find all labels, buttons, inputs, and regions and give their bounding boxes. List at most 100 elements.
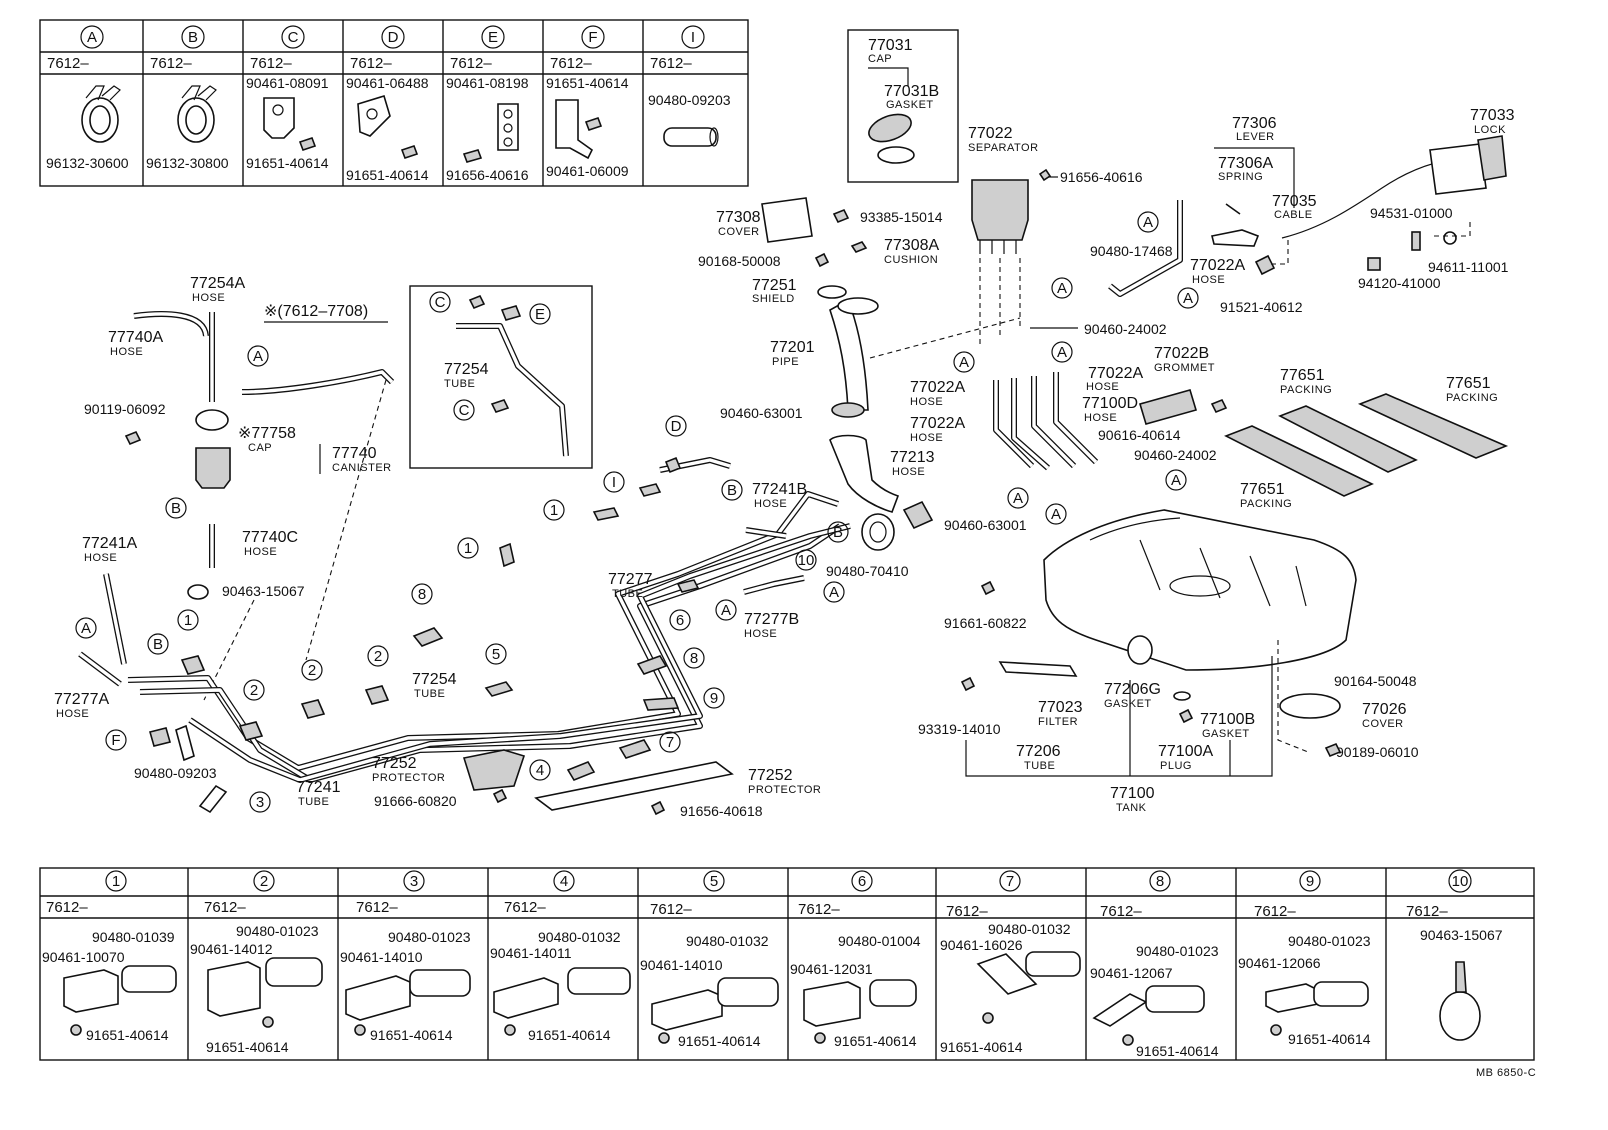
svg-text:77308A: 77308A <box>884 237 939 254</box>
svg-text:6: 6 <box>676 612 684 629</box>
svg-text:90480-01004: 90480-01004 <box>838 933 921 949</box>
svg-text:A: A <box>1057 344 1067 361</box>
svg-text:HOSE: HOSE <box>910 396 943 408</box>
svg-text:77100A: 77100A <box>1158 743 1213 760</box>
svg-text:77100D: 77100D <box>1082 395 1138 412</box>
svg-text:77254: 77254 <box>412 671 457 688</box>
ref-circle-b: B <box>827 521 849 543</box>
svg-text:7: 7 <box>1006 873 1014 890</box>
filler-pipe: 77201 PIPE 90460-63001 77213 HOSE 90460-… <box>720 297 1027 579</box>
ref-circle-a: A <box>247 345 269 367</box>
svg-text:91521-40612: 91521-40612 <box>1220 299 1303 315</box>
top-part-number: 90461-06009 <box>546 163 629 179</box>
svg-text:90461-14012: 90461-14012 <box>190 941 273 957</box>
svg-text:90461-12066: 90461-12066 <box>1238 955 1321 971</box>
svg-text:1: 1 <box>550 502 558 519</box>
svg-text:C: C <box>288 29 299 46</box>
svg-text:SPRING: SPRING <box>1218 171 1263 183</box>
ref-circle-8: 8 <box>683 647 705 669</box>
tube-clip-icon <box>555 99 603 160</box>
svg-text:77241: 77241 <box>296 779 341 796</box>
svg-text:6: 6 <box>858 873 866 890</box>
svg-text:94531-01000: 94531-01000 <box>1370 205 1453 221</box>
svg-text:HOSE: HOSE <box>1084 412 1117 424</box>
svg-text:HOSE: HOSE <box>744 628 777 640</box>
ref-circle-3: 3 <box>249 791 271 813</box>
svg-text:7: 7 <box>666 734 674 751</box>
svg-text:A: A <box>1183 290 1193 307</box>
svg-text:HOSE: HOSE <box>84 552 117 564</box>
svg-text:1: 1 <box>464 540 472 557</box>
svg-text:90461-12067: 90461-12067 <box>1090 965 1173 981</box>
tube-clip-icon <box>357 94 419 160</box>
svg-text:2: 2 <box>308 662 316 679</box>
top-part-number: 91651-40614 <box>246 155 329 171</box>
svg-text:I: I <box>612 474 616 491</box>
svg-text:90460-24002: 90460-24002 <box>1134 447 1217 463</box>
svg-text:77033: 77033 <box>1470 107 1515 124</box>
svg-text:2: 2 <box>260 873 268 890</box>
top-prefix: 7612– <box>150 55 192 72</box>
svg-text:90461-12031: 90461-12031 <box>790 961 873 977</box>
svg-text:90616-40614: 90616-40614 <box>1098 427 1181 443</box>
svg-text:91651-40614: 91651-40614 <box>370 1027 453 1043</box>
svg-text:77023: 77023 <box>1038 699 1083 716</box>
svg-text:1: 1 <box>184 612 192 629</box>
ref-circle-e: E <box>529 303 551 325</box>
svg-text:PACKING: PACKING <box>1280 384 1332 396</box>
bottom-col-number: 1 <box>105 870 127 892</box>
top-col-letter-i: I <box>681 25 705 49</box>
ref-circle-a: A <box>823 581 845 603</box>
svg-text:1: 1 <box>112 873 120 890</box>
ref-circle-1: 1 <box>543 499 565 521</box>
svg-text:B: B <box>171 500 181 517</box>
svg-text:77241B: 77241B <box>752 481 807 498</box>
svg-text:E: E <box>535 306 545 323</box>
svg-text:PIPE: PIPE <box>772 356 799 368</box>
bottom-col-number: 8 <box>1149 870 1171 892</box>
svg-text:CABLE: CABLE <box>1274 209 1313 221</box>
svg-text:77022B: 77022B <box>1154 345 1209 362</box>
svg-text:CANISTER: CANISTER <box>332 462 392 474</box>
svg-text:C: C <box>459 402 470 419</box>
ref-circle-a: A <box>953 351 975 373</box>
svg-text:77252: 77252 <box>748 767 793 784</box>
svg-text:77022A: 77022A <box>1088 365 1143 382</box>
bottom-col-number: 6 <box>851 870 873 892</box>
svg-text:COVER: COVER <box>718 226 760 238</box>
ref-circle-a: A <box>1051 277 1073 299</box>
svg-text:B: B <box>153 636 163 653</box>
fuel-tubes <box>127 457 851 783</box>
svg-text:D: D <box>388 29 399 46</box>
svg-text:91651-40614: 91651-40614 <box>940 1039 1023 1055</box>
svg-text:GASKET: GASKET <box>1104 698 1152 710</box>
svg-text:90461-10070: 90461-10070 <box>42 949 125 965</box>
svg-text:2: 2 <box>250 682 258 699</box>
bottom-prefix: 7612– <box>1254 903 1296 920</box>
svg-text:TUBE: TUBE <box>414 688 445 700</box>
ref-circle-2: 2 <box>243 679 265 701</box>
top-part-number: 96132-30800 <box>146 155 229 171</box>
filler-door-parts: 77308 COVER 93385-15014 77308A CUSHION 9… <box>698 197 943 305</box>
top-col-letter-e: E <box>481 25 505 49</box>
svg-text:※(7612–7708): ※(7612–7708) <box>264 303 368 320</box>
svg-text:9: 9 <box>1306 873 1314 890</box>
fuel-line-callouts: 77241A HOSE A B 1 77277A HOSE F 90480-09… <box>54 415 849 819</box>
svg-text:LOCK: LOCK <box>1474 124 1506 136</box>
svg-text:90461-14011: 90461-14011 <box>490 945 572 961</box>
svg-text:93319-14010: 93319-14010 <box>918 721 1001 737</box>
svg-text:90460-63001: 90460-63001 <box>944 517 1027 533</box>
svg-text:77022A: 77022A <box>910 379 965 396</box>
top-prefix: 7612– <box>250 55 292 72</box>
bottom-prefix: 7612– <box>946 903 988 920</box>
svg-text:77201: 77201 <box>770 339 815 356</box>
svg-text:93385-15014: 93385-15014 <box>860 209 943 225</box>
svg-text:77740A: 77740A <box>108 329 163 346</box>
svg-text:77254A: 77254A <box>190 275 245 292</box>
svg-text:HOSE: HOSE <box>910 432 943 444</box>
svg-text:3: 3 <box>256 794 264 811</box>
ref-circle-9: 9 <box>703 687 725 709</box>
ref-circle-a: A <box>1045 503 1067 525</box>
ref-circle-a: A <box>1177 287 1199 309</box>
